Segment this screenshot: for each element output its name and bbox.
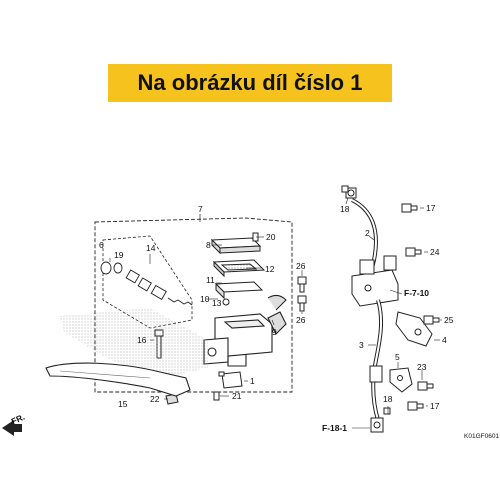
- label-8: 8: [206, 240, 211, 250]
- label-5: 5: [395, 352, 400, 362]
- label-2: 2: [365, 228, 370, 238]
- label-15: 15: [118, 399, 128, 409]
- label-21: 21: [232, 391, 242, 401]
- label-6: 6: [99, 240, 104, 250]
- piston-parts: [100, 261, 193, 306]
- label-9: 9: [272, 327, 277, 337]
- label-11: 11: [206, 275, 215, 285]
- label-25: 25: [444, 315, 454, 325]
- label-17-bottom: 17: [430, 401, 440, 411]
- leader-lines: [109, 197, 442, 429]
- diaphragm-plate: [214, 281, 264, 300]
- label-17-top: 17: [426, 203, 436, 213]
- label-12: 12: [265, 264, 275, 274]
- piston-kit-outline: [102, 235, 193, 329]
- front-direction-arrow: [2, 420, 22, 436]
- label-24: 24: [430, 247, 440, 257]
- label-10: 10: [200, 294, 210, 304]
- lever-holder: [60, 308, 208, 378]
- label-18-bottom: 18: [383, 394, 393, 404]
- label-22: 22: [150, 394, 160, 404]
- reference-f-7-10: F-7-10: [404, 288, 429, 298]
- reservoir-cap: [210, 237, 262, 255]
- brake-lever: [45, 362, 191, 397]
- lower-brake-hose: [369, 299, 384, 433]
- label-18-top: 18: [340, 204, 350, 214]
- label-26-top: 26: [296, 261, 306, 271]
- label-4: 4: [442, 335, 447, 345]
- master-cylinder-body: [203, 311, 287, 367]
- hose-clamp: [389, 367, 413, 393]
- brake-hose-joint: [351, 255, 399, 307]
- hose-guide-bracket: [395, 311, 433, 347]
- reservoir-diaphragm: [212, 259, 266, 278]
- label-3: 3: [359, 340, 364, 350]
- brake-switch: [218, 371, 243, 389]
- label-13: 13: [212, 298, 222, 308]
- label-16: 16: [137, 335, 147, 345]
- label-14: 14: [146, 243, 156, 253]
- diagram-code: K01GF0601: [464, 433, 499, 440]
- reference-f-18-1: F-18-1: [322, 423, 347, 433]
- part-number-banner: Na obrázku díl číslo 1: [108, 64, 392, 102]
- master-cylinder-assembly-outline: [94, 217, 293, 393]
- banner-text: Na obrázku díl číslo 1: [137, 70, 363, 95]
- label-26-bottom: 26: [296, 315, 306, 325]
- front-label: FR.: [10, 412, 27, 427]
- label-20: 20: [266, 232, 276, 242]
- right-bolts: [297, 185, 440, 415]
- label-1: 1: [250, 376, 255, 386]
- label-7: 7: [198, 204, 203, 214]
- label-19: 19: [114, 250, 124, 260]
- label-23: 23: [417, 362, 427, 372]
